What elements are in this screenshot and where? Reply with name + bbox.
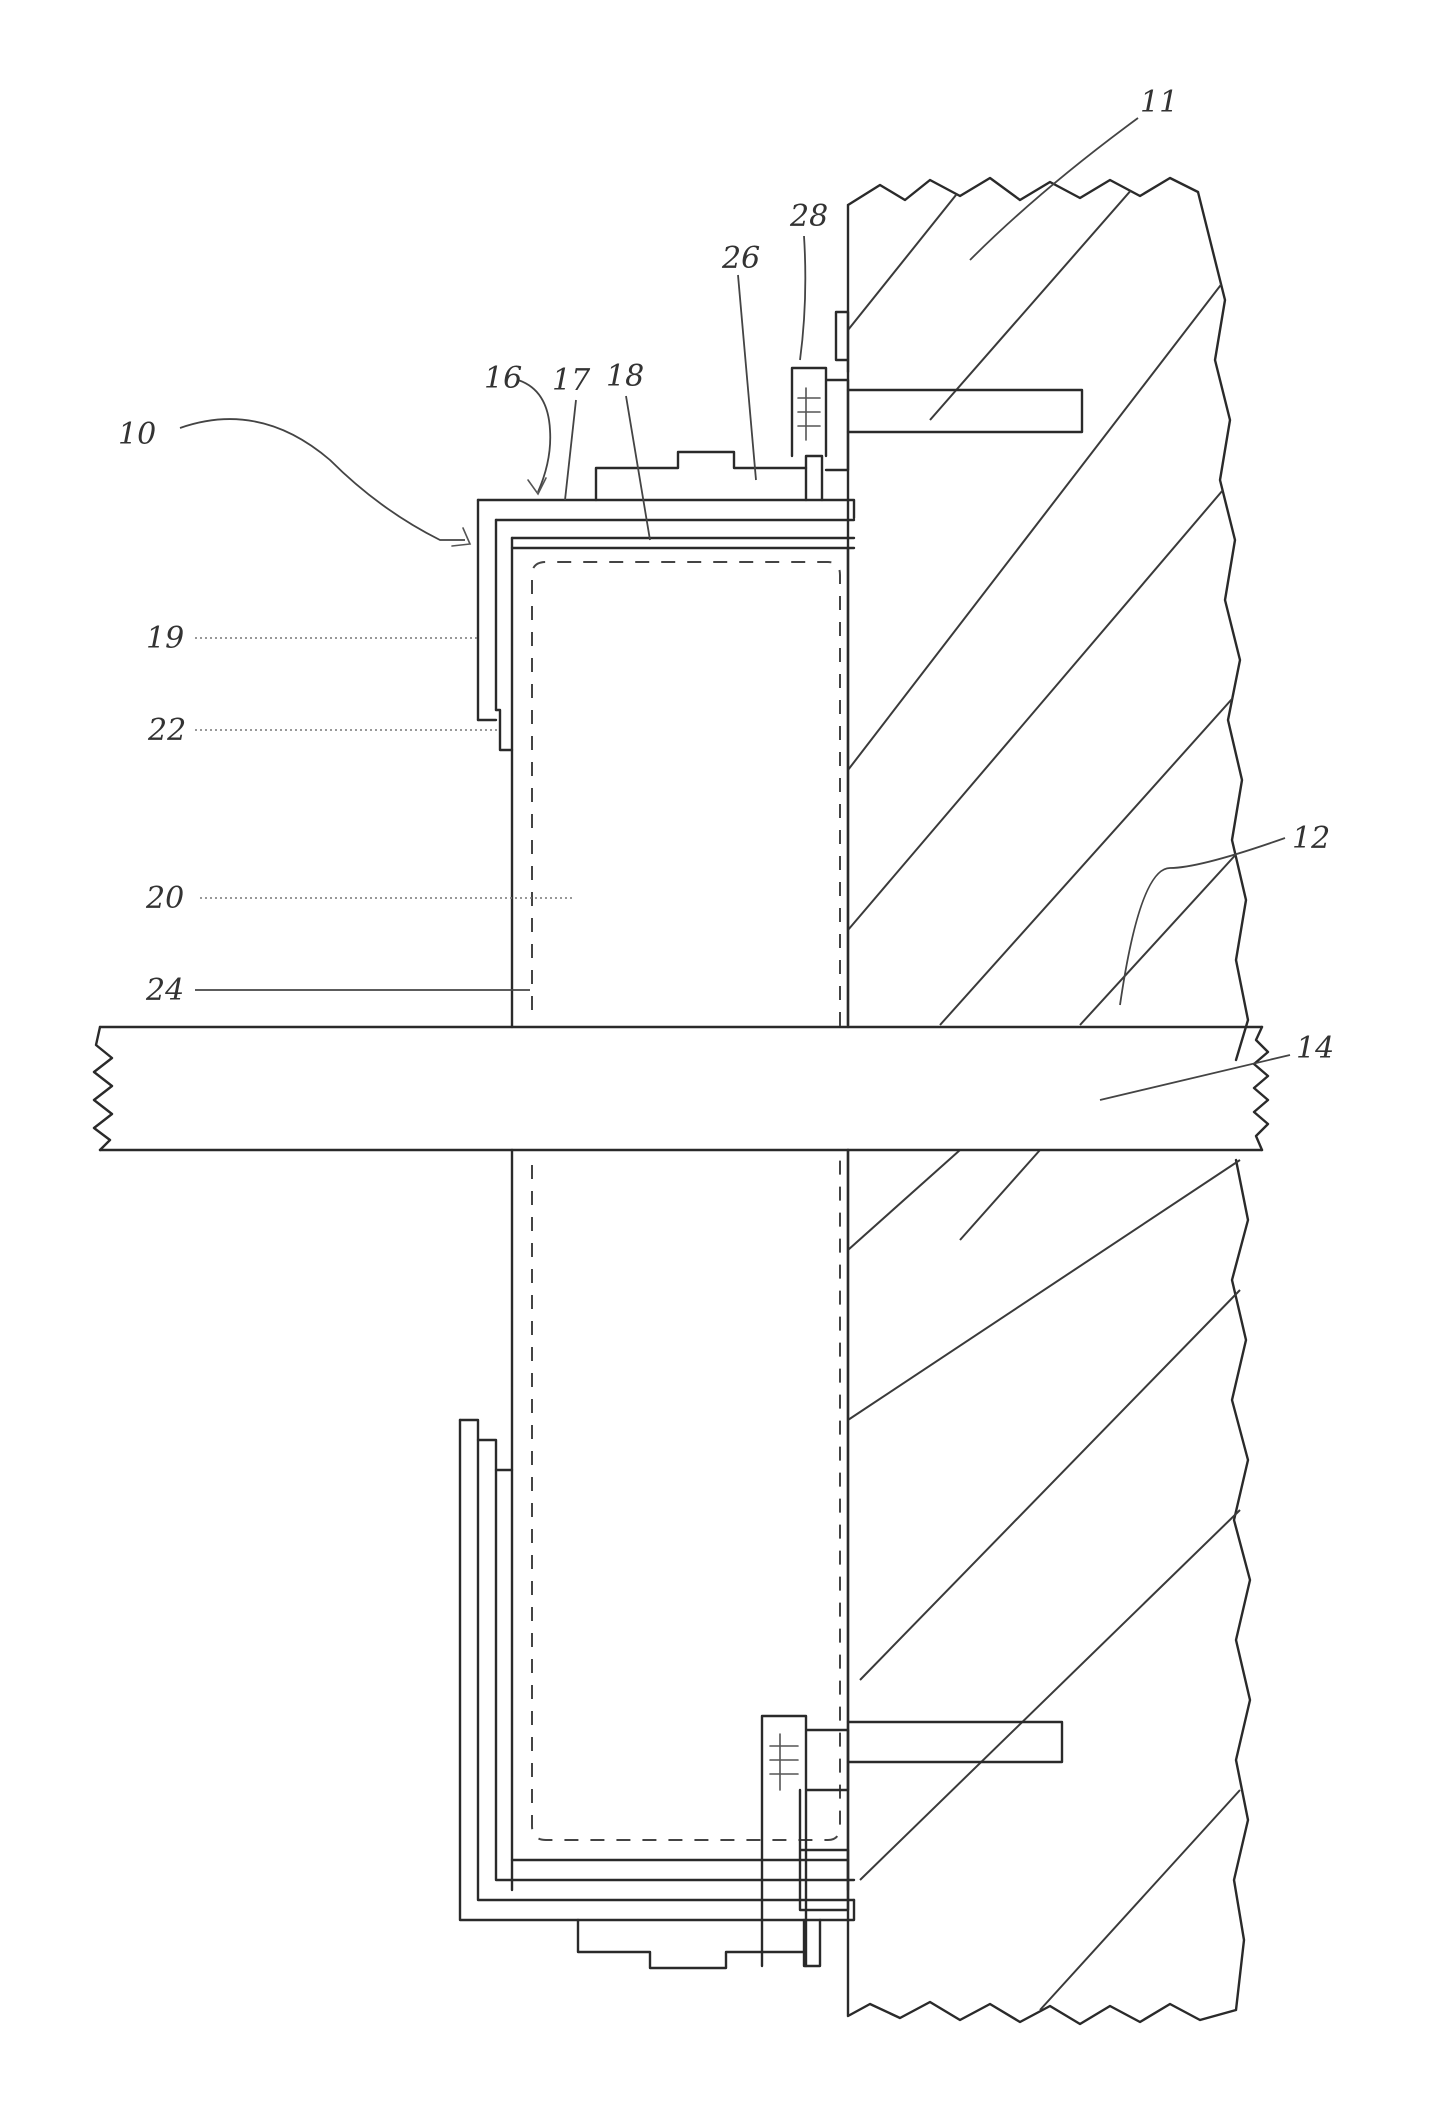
anchor-bolt-top [792, 312, 848, 470]
pipe-break-right [1254, 1027, 1268, 1150]
label-outer-shell: 17 [552, 363, 591, 398]
sleeve-lower [460, 1150, 854, 1968]
sleeve-upper [478, 312, 854, 1027]
anchor-bore-bottom [848, 1722, 1062, 1762]
label-filling: 20 [145, 881, 184, 916]
pipe-break-left [94, 1027, 112, 1150]
label-inner-shell: 18 [606, 359, 644, 394]
label-flange: 19 [146, 621, 184, 656]
wall-outline [848, 178, 1250, 2024]
anchor-bore-top [848, 390, 1082, 432]
reference-labels: 11 10 12 14 16 17 18 19 22 20 24 26 28 [118, 85, 1334, 1066]
mounting-plate-bottom [578, 1920, 804, 1968]
label-seal-edge: 24 [145, 973, 184, 1008]
wall-hatching [848, 180, 1240, 2010]
filling-outline-lower [532, 1150, 840, 1840]
label-mounting-plate: 26 [721, 241, 760, 276]
label-step: 22 [147, 713, 186, 748]
label-bore: 12 [1292, 821, 1330, 856]
wall-section [848, 178, 1250, 2024]
mounting-plate-top [596, 452, 806, 500]
label-anchor-bolt: 28 [789, 199, 828, 234]
label-pipe: 14 [1296, 1031, 1334, 1066]
pipe [94, 1027, 1268, 1150]
label-sleeve-housing: 16 [484, 361, 522, 396]
label-assembly: 10 [118, 417, 156, 452]
label-wall: 11 [1140, 85, 1178, 120]
filling-outline-upper [532, 562, 840, 1027]
